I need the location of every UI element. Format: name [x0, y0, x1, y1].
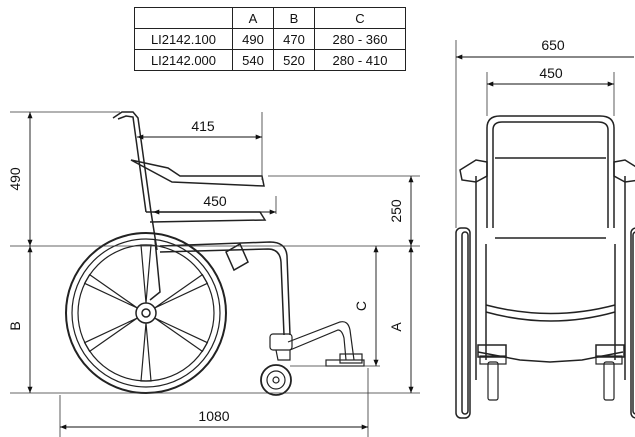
dim-label-650: 650: [541, 37, 565, 53]
table-cell: 280 - 360: [314, 28, 406, 50]
front-frame: [475, 176, 626, 380]
table-row: LI2142.000 540 520 280 - 410: [134, 49, 406, 71]
side-wheels: [455, 227, 635, 419]
dim-label-250: 250: [388, 199, 404, 223]
front-casters: [479, 355, 623, 401]
rear-wheel: [65, 232, 227, 394]
front-dimension-lines: [456, 54, 634, 87]
front-caster: [260, 321, 365, 396]
wheel-spokes: [83, 244, 209, 382]
table-cell: 540: [232, 49, 274, 71]
table-cell: 280 - 410: [314, 49, 406, 71]
dimension-lines: [27, 112, 414, 430]
side-view-wheelchair: [65, 111, 365, 396]
dim-label-450-side: 450: [203, 193, 227, 209]
front-view-wheelchair: [455, 115, 635, 419]
dim-label-1080: 1080: [198, 408, 229, 424]
table-header-row: A B C: [134, 7, 406, 29]
backrest: [486, 115, 615, 239]
armrests: [459, 159, 635, 183]
dim-label-415: 415: [191, 118, 215, 134]
dim-label-a: A: [388, 322, 404, 332]
dimension-table: A B C LI2142.100 490 470 280 - 360 LI214…: [134, 7, 406, 71]
dim-label-450-front: 450: [539, 65, 563, 81]
table-cell-model: LI2142.000: [134, 49, 233, 71]
table-cell: 520: [273, 49, 315, 71]
extension-lines: [10, 111, 420, 437]
dim-label-c: C: [353, 301, 369, 311]
front-extension-lines: [455, 40, 615, 228]
dim-label-490: 490: [7, 167, 23, 191]
dim-label-b: B: [7, 321, 23, 330]
side-frame: [112, 111, 291, 336]
